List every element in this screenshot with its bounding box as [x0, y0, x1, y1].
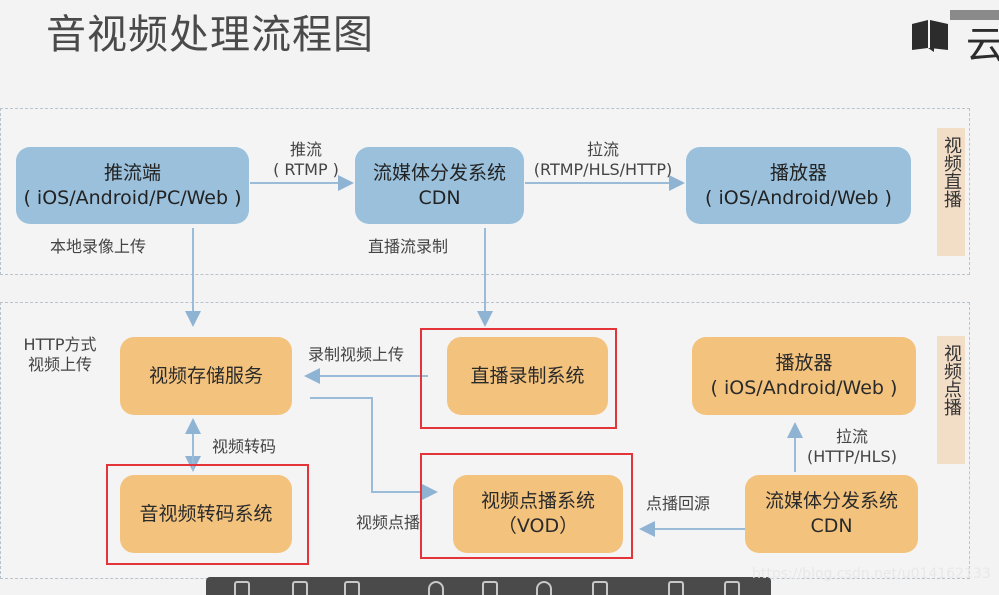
edge-vod-play	[310, 397, 438, 500]
prev-icon[interactable]	[482, 581, 498, 595]
highlight-vod-system	[420, 453, 633, 559]
search-icon[interactable]	[536, 581, 552, 595]
vod-system-node: 视频点播系统 （VOD）	[453, 475, 623, 553]
transcode-title: 音视频转码系统	[139, 502, 273, 525]
pusher-title: 推流端	[103, 161, 161, 184]
zoom-icon[interactable]	[428, 581, 444, 595]
live-record-title: 直播录制系统	[470, 364, 585, 387]
page-icon[interactable]	[292, 581, 308, 595]
save-icon[interactable]	[234, 581, 250, 595]
player-live-node: 播放器 ( iOS/Android/Web )	[686, 147, 911, 224]
label-vod-play: 视频点播	[356, 513, 421, 532]
logo-text: 云	[966, 23, 999, 67]
label-pull: 拉流 (RTMP/HLS/HTTP)	[533, 140, 673, 179]
pusher-platforms: ( iOS/Android/PC/Web )	[23, 186, 242, 209]
vod-system-subtitle: （VOD）	[497, 515, 579, 537]
label-record-upload: 录制视频上传	[308, 345, 405, 364]
pen-icon[interactable]	[344, 581, 360, 595]
vod-system-title: 视频点播系统	[480, 490, 595, 512]
label-vod-back: 点播回源	[646, 494, 711, 513]
live-record-node: 直播录制系统	[447, 337, 608, 415]
logo-bar	[950, 10, 999, 20]
book-icon	[912, 20, 948, 52]
label-live-record: 直播流录制	[368, 237, 449, 256]
watermark: https://blog.csdn.net/u014162133	[752, 566, 991, 582]
player-vod-title: 播放器	[775, 352, 833, 374]
player-live-platforms: ( iOS/Android/Web )	[705, 186, 892, 209]
player-vod-platforms: ( iOS/Android/Web )	[710, 377, 898, 399]
fullscreen-icon[interactable]	[668, 581, 684, 595]
label-http-upload: HTTP方式 视频上传	[23, 335, 97, 374]
pusher-node: 推流端 ( iOS/Android/PC/Web )	[16, 147, 249, 224]
label-push: 推流 ( RTMP )	[273, 140, 339, 179]
arrow-icon[interactable]	[724, 581, 740, 595]
vod-section-label: 视频点播	[937, 336, 965, 464]
logo: 云	[908, 10, 999, 67]
transcode-node: 音视频转码系统	[120, 475, 292, 553]
cdn-vod-title: 流媒体分发系统	[764, 490, 898, 512]
player-vod-node: 播放器 ( iOS/Android/Web )	[692, 337, 916, 415]
storage-node: 视频存储服务	[120, 337, 292, 415]
label-pull-vod: 拉流 (HTTP/HLS)	[807, 427, 897, 466]
cdn-vod-subtitle: CDN	[810, 515, 853, 537]
live-section-label: 视频直播	[937, 128, 965, 256]
highlight-transcode	[106, 464, 309, 565]
cdn-live-subtitle: CDN	[418, 186, 461, 209]
viewer-toolbar	[206, 577, 771, 595]
label-local-upload: 本地录像上传	[50, 237, 147, 256]
player-live-title: 播放器	[769, 161, 827, 184]
cdn-vod-node: 流媒体分发系统 CDN	[745, 475, 918, 553]
grid-icon[interactable]	[592, 581, 608, 595]
highlight-live-record	[420, 328, 617, 429]
label-transcode: 视频转码	[212, 437, 277, 456]
page-title: 音视频处理流程图	[46, 12, 374, 58]
cdn-live-node: 流媒体分发系统 CDN	[355, 147, 524, 224]
cdn-live-title: 流媒体分发系统	[372, 161, 506, 184]
storage-title: 视频存储服务	[148, 364, 263, 387]
